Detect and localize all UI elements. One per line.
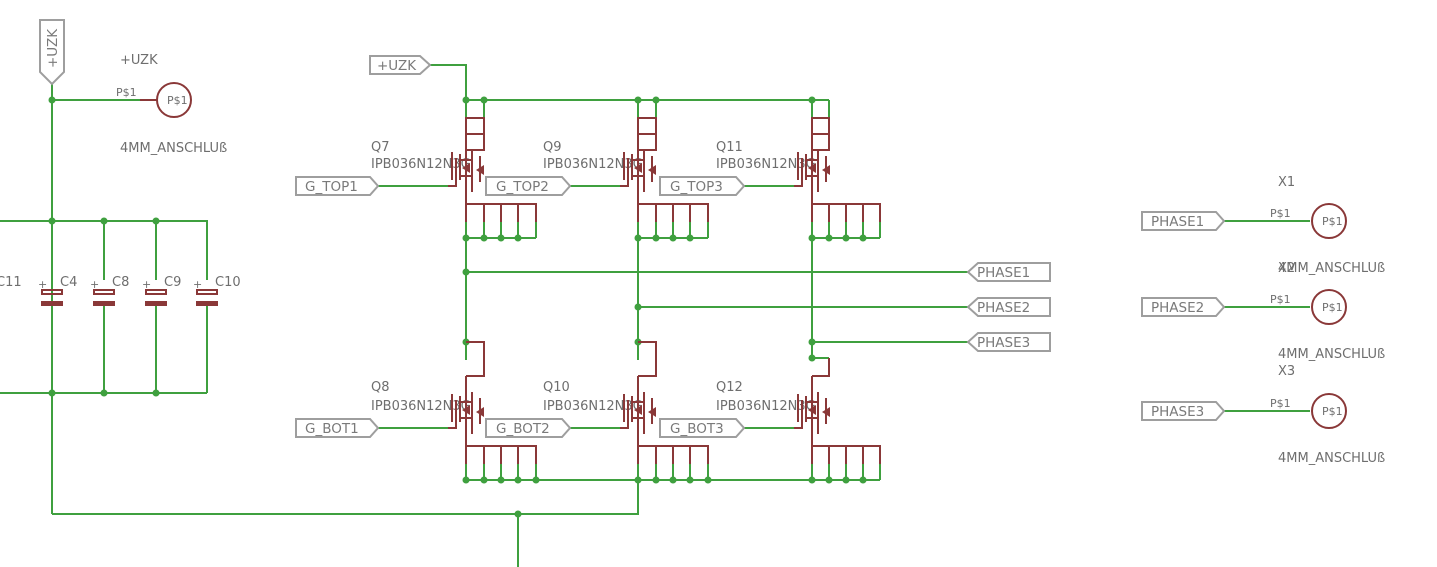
mosfet-name: Q9	[543, 140, 562, 155]
polarized-capacitor-icon	[41, 289, 63, 306]
connector-flag-label: PHASE3	[1151, 404, 1204, 420]
connector-pin: P$1	[1270, 397, 1291, 410]
connector-name-x1: X1	[1278, 175, 1295, 190]
connector-pad: P$1	[1322, 405, 1343, 418]
phase-flag-phase2[interactable]: PHASE2	[966, 297, 1051, 317]
terminal-pad-icon	[156, 82, 192, 118]
junctions	[48, 96, 867, 518]
phase-flag-label: PHASE2	[977, 300, 1030, 316]
phase-flag-phase3[interactable]: PHASE3	[966, 332, 1051, 352]
uzk-net-flag[interactable]: +UZK	[369, 55, 432, 75]
connector-pin: P$1	[1270, 207, 1291, 220]
connector-pin: P$1	[1270, 293, 1291, 306]
gate-flag-g-bot3[interactable]: G_BOT3	[659, 418, 746, 438]
terminal-pad-icon	[1311, 393, 1347, 429]
mosfet-name: Q10	[543, 380, 570, 395]
cap-polarity: +	[38, 278, 47, 291]
connector-pad: P$1	[1322, 301, 1343, 314]
gate-flag-g-bot2[interactable]: G_BOT2	[485, 418, 572, 438]
mosfet-q7[interactable]: Q7 IPB036N12N3G	[371, 117, 537, 222]
connector-package: 4MM_ANSCHLUß	[1278, 347, 1385, 362]
mosfet-icon	[448, 376, 484, 446]
mosfet-value: IPB036N12N3G	[371, 399, 471, 414]
gate-flag-g-bot1[interactable]: G_BOT1	[295, 418, 380, 438]
cap-name: C10	[215, 275, 241, 290]
connector-phase3[interactable]: PHASE3 P$1 P$1 4MM_ANSCHLUß	[1141, 393, 1385, 466]
mosfet-q12[interactable]: Q12 IPB036N12N3G	[716, 358, 881, 464]
gate-flag-label: G_TOP3	[670, 179, 723, 195]
polarized-capacitor-icon	[93, 289, 115, 306]
vertical-uzk-flag[interactable]: +UZK	[39, 19, 65, 86]
phase-flag-phase1[interactable]: PHASE1	[966, 262, 1051, 282]
gate-flag-g-top2[interactable]: G_TOP2	[485, 176, 572, 196]
phase-flag-label: PHASE1	[977, 265, 1030, 281]
cap-polarity: +	[90, 278, 99, 291]
mosfet-icon	[448, 134, 484, 204]
uzk-terminal[interactable]: +UZK P$1 P$1 4MM_ANSCHLUß	[116, 53, 227, 156]
connector-package: 4MM_ANSCHLUß	[1278, 261, 1385, 276]
gate-flag-g-top3[interactable]: G_TOP3	[659, 176, 746, 196]
mosfet-name: Q11	[716, 140, 743, 155]
connector-phase1[interactable]: PHASE1 P$1 P$1 X2 4MM_ANSCHLUß	[1141, 203, 1385, 276]
cap-polarity: +	[193, 278, 202, 291]
mosfet-value: IPB036N12N3G	[716, 399, 816, 414]
capacitor-c4[interactable]: + C4	[38, 275, 77, 306]
cap-name: C9	[164, 275, 181, 290]
cap-name-c11: C11	[0, 275, 22, 290]
cap-name: C8	[112, 275, 129, 290]
mosfet-value: IPB036N12N3G	[543, 399, 643, 414]
phase-flag-label: PHASE3	[977, 335, 1030, 351]
terminal-pad-icon	[1311, 289, 1347, 325]
mosfet-value: IPB036N12N3G	[371, 157, 471, 172]
mosfet-value: IPB036N12N3G	[543, 157, 643, 172]
uzk-net-flag-label: +UZK	[377, 58, 417, 74]
vertical-uzk-flag-label: +UZK	[45, 28, 61, 68]
gate-flag-label: G_BOT3	[670, 421, 724, 437]
uzk-terminal-package: 4MM_ANSCHLUß	[120, 141, 227, 156]
gate-flag-label: G_TOP2	[496, 179, 549, 195]
gate-flag-label: G_BOT1	[305, 421, 359, 437]
connector-package: 4MM_ANSCHLUß	[1278, 451, 1385, 466]
connector-phase2[interactable]: PHASE2 P$1 P$1 4MM_ANSCHLUß X3	[1141, 289, 1385, 379]
connector-pad: P$1	[1322, 215, 1343, 228]
mosfet-name: Q7	[371, 140, 390, 155]
capacitor-c10[interactable]: + C10	[193, 275, 241, 306]
capacitor-c8[interactable]: + C8	[90, 275, 129, 306]
mosfet-q9[interactable]: Q9 IPB036N12N3G	[543, 117, 709, 222]
capacitor-bank: C11 + C4 + C8 + C9	[0, 275, 241, 306]
mosfet-icon	[620, 376, 656, 446]
mosfet-icon	[794, 376, 830, 446]
cap-name: C4	[60, 275, 77, 290]
uzk-terminal-pad: P$1	[167, 94, 188, 107]
gate-flag-g-top1[interactable]: G_TOP1	[295, 176, 380, 196]
gate-flag-label: G_BOT2	[496, 421, 550, 437]
mosfet-q11[interactable]: Q11 IPB036N12N3G	[716, 117, 881, 222]
mosfet-q8[interactable]: Q8 IPB036N12N3G	[371, 341, 537, 464]
gate-flag-label: G_TOP1	[305, 179, 358, 195]
mosfet-name: Q8	[371, 380, 390, 395]
mosfet-name: Q12	[716, 380, 743, 395]
terminal-pad-icon	[1311, 203, 1347, 239]
uzk-terminal-value: +UZK	[120, 53, 158, 68]
mosfet-value: IPB036N12N3G	[716, 157, 816, 172]
polarized-capacitor-icon	[145, 289, 167, 306]
mosfet-icon	[794, 134, 830, 204]
mosfet-icon	[620, 134, 656, 204]
polarized-capacitor-icon	[196, 289, 218, 306]
uzk-terminal-pin: P$1	[116, 86, 137, 99]
mosfet-q10[interactable]: Q10 IPB036N12N3G	[543, 341, 709, 464]
cap-polarity: +	[142, 278, 151, 291]
connector-flag-label: PHASE1	[1151, 214, 1204, 230]
capacitor-c9[interactable]: + C9	[142, 275, 181, 306]
connector-name-x3: X3	[1278, 364, 1295, 379]
connector-flag-label: PHASE2	[1151, 300, 1204, 316]
connector-overlap-name: X2	[1278, 261, 1295, 276]
